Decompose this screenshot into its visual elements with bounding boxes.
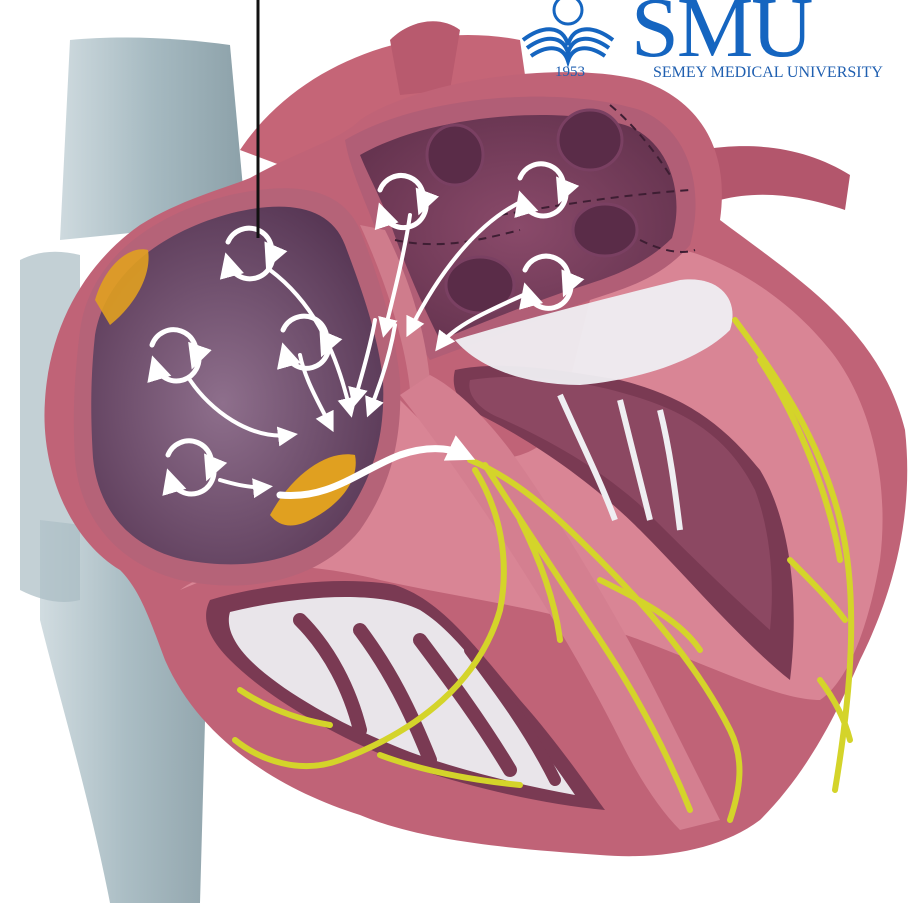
logo-letters: SMU	[631, 0, 811, 70]
logo-university-name: SEMEY MEDICAL UNIVERSITY	[653, 64, 883, 82]
logo-year: 1953	[555, 64, 585, 81]
book-emblem-icon	[513, 0, 623, 70]
university-logo: SMU 1953 SEMEY MEDICAL UNIVERSITY	[513, 0, 919, 82]
